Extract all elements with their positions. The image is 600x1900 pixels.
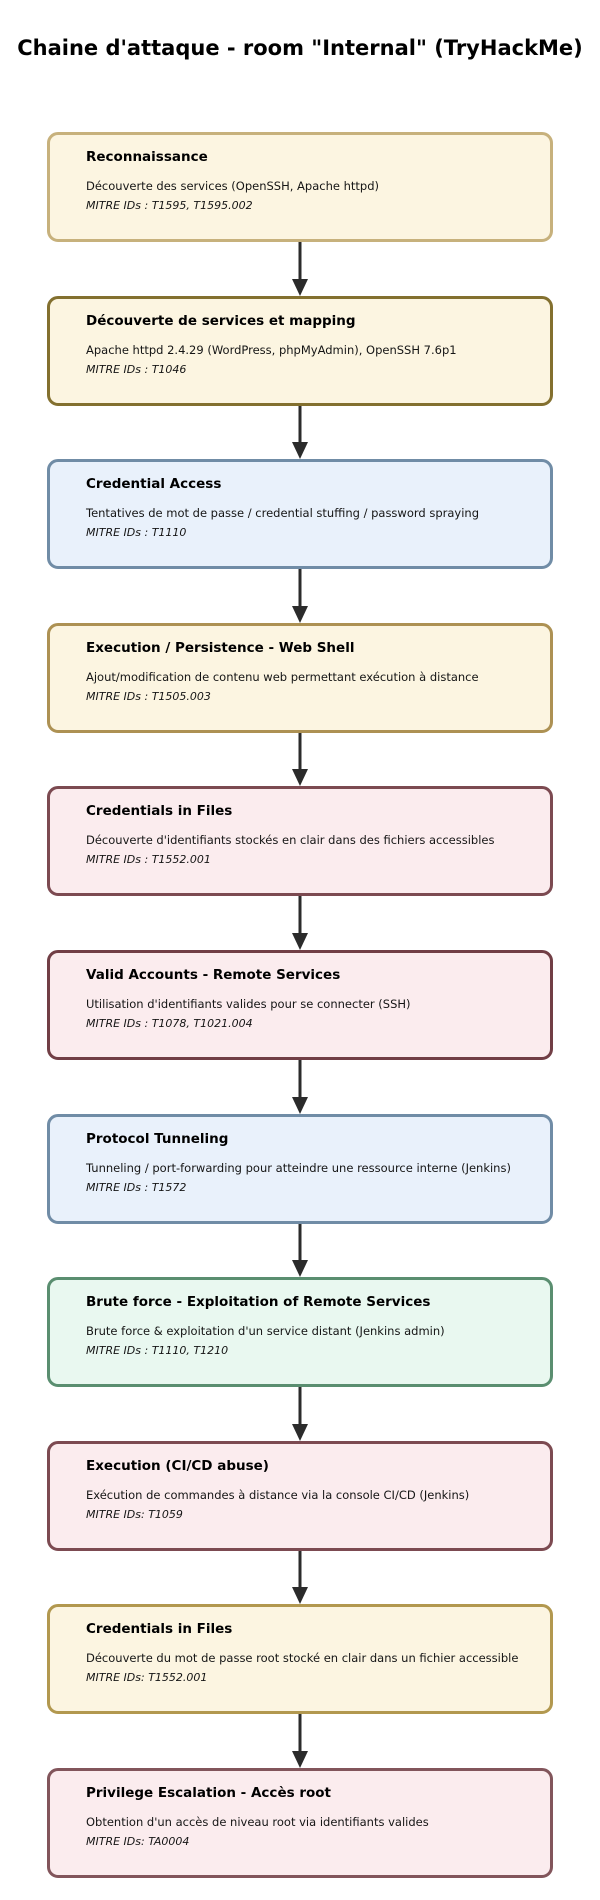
node-title: Découverte de services et mapping bbox=[86, 313, 356, 329]
arrow-head-icon bbox=[292, 1587, 308, 1604]
flow-arrow bbox=[292, 1551, 308, 1604]
arrow-line bbox=[298, 1224, 302, 1269]
node-description: Utilisation d'identifiants valides pour … bbox=[86, 997, 411, 1011]
flow-node-credential-access: Credential Access Tentatives de mot de p… bbox=[47, 459, 553, 569]
flow-arrow bbox=[292, 896, 308, 950]
flow-node-credentials-in-files: Credentials in Files Découverte d'identi… bbox=[47, 786, 553, 896]
arrow-head-icon bbox=[292, 279, 308, 296]
flow-node-webshell: Execution / Persistence - Web Shell Ajou… bbox=[47, 623, 553, 733]
arrow-line bbox=[298, 1714, 302, 1760]
node-mitre-ids: MITRE IDs: T1059 bbox=[86, 1508, 183, 1521]
arrow-line bbox=[298, 1060, 302, 1106]
node-title: Valid Accounts - Remote Services bbox=[86, 967, 341, 983]
flow-arrow bbox=[292, 1224, 308, 1277]
flow-node-cicd-abuse: Execution (CI/CD abuse) Exécution de com… bbox=[47, 1441, 553, 1551]
node-title: Execution / Persistence - Web Shell bbox=[86, 640, 355, 656]
node-description: Tunneling / port-forwarding pour atteind… bbox=[86, 1161, 511, 1175]
flow-node-privilege-escalation: Privilege Escalation - Accès root Obtent… bbox=[47, 1768, 553, 1878]
arrow-line bbox=[298, 406, 302, 451]
arrow-line bbox=[298, 896, 302, 942]
node-description: Découverte des services (OpenSSH, Apache… bbox=[86, 179, 379, 193]
node-title: Protocol Tunneling bbox=[86, 1131, 229, 1147]
node-description: Découverte du mot de passe root stocké e… bbox=[86, 1651, 519, 1665]
node-mitre-ids: MITRE IDs : T1110 bbox=[86, 526, 187, 539]
arrow-line bbox=[298, 1387, 302, 1433]
node-description: Découverte d'identifiants stockés en cla… bbox=[86, 833, 495, 847]
node-title: Brute force - Exploitation of Remote Ser… bbox=[86, 1294, 431, 1310]
node-mitre-ids: MITRE IDs : T1552.001 bbox=[86, 853, 211, 866]
node-description: Exécution de commandes à distance via la… bbox=[86, 1488, 470, 1502]
flow-arrow bbox=[292, 406, 308, 459]
arrow-line bbox=[298, 569, 302, 615]
flow-node-service-discovery: Découverte de services et mapping Apache… bbox=[47, 296, 553, 406]
node-mitre-ids: MITRE IDs : T1505.003 bbox=[86, 690, 211, 703]
flow-node-protocol-tunneling: Protocol Tunneling Tunneling / port-forw… bbox=[47, 1114, 553, 1224]
node-title: Execution (CI/CD abuse) bbox=[86, 1458, 269, 1474]
node-description: Brute force & exploitation d'un service … bbox=[86, 1324, 445, 1338]
node-title: Privilege Escalation - Accès root bbox=[86, 1785, 331, 1801]
arrow-head-icon bbox=[292, 1097, 308, 1114]
arrow-head-icon bbox=[292, 1260, 308, 1277]
node-description: Tentatives de mot de passe / credential … bbox=[86, 506, 480, 520]
arrow-head-icon bbox=[292, 442, 308, 459]
node-description: Ajout/modification de contenu web permet… bbox=[86, 670, 479, 684]
flow-node-valid-accounts: Valid Accounts - Remote Services Utilisa… bbox=[47, 950, 553, 1060]
arrow-head-icon bbox=[292, 606, 308, 623]
page-title: Chaine d'attaque - room "Internal" (TryH… bbox=[17, 36, 583, 60]
node-title: Credential Access bbox=[86, 476, 222, 492]
arrow-line bbox=[298, 1551, 302, 1596]
node-title: Credentials in Files bbox=[86, 803, 233, 819]
node-mitre-ids: MITRE IDs: TA0004 bbox=[86, 1835, 190, 1848]
node-mitre-ids: MITRE IDs : T1046 bbox=[86, 363, 187, 376]
node-description: Obtention d'un accès de niveau root via … bbox=[86, 1815, 429, 1829]
flow-node-brute-force: Brute force - Exploitation of Remote Ser… bbox=[47, 1277, 553, 1387]
flow-arrow bbox=[292, 1060, 308, 1114]
node-mitre-ids: MITRE IDs : T1078, T1021.004 bbox=[86, 1017, 253, 1030]
arrow-head-icon bbox=[292, 769, 308, 786]
node-mitre-ids: MITRE IDs : T1110, T1210 bbox=[86, 1344, 229, 1357]
flow-arrow bbox=[292, 569, 308, 623]
arrow-head-icon bbox=[292, 1424, 308, 1441]
node-mitre-ids: MITRE IDs : T1572 bbox=[86, 1181, 187, 1194]
arrow-line bbox=[298, 733, 302, 778]
node-mitre-ids: MITRE IDs : T1595, T1595.002 bbox=[86, 199, 253, 212]
flow-arrow bbox=[292, 1714, 308, 1768]
arrow-line bbox=[298, 242, 302, 288]
node-title: Reconnaissance bbox=[86, 149, 208, 165]
node-mitre-ids: MITRE IDs: T1552.001 bbox=[86, 1671, 208, 1684]
flow-arrow bbox=[292, 242, 308, 296]
arrow-head-icon bbox=[292, 933, 308, 950]
flow-node-reconnaissance: Reconnaissance Découverte des services (… bbox=[47, 132, 553, 242]
flow-node-root-credentials-in-files: Credentials in Files Découverte du mot d… bbox=[47, 1604, 553, 1714]
flow-arrow bbox=[292, 1387, 308, 1441]
node-title: Credentials in Files bbox=[86, 1621, 233, 1637]
arrow-head-icon bbox=[292, 1751, 308, 1768]
node-description: Apache httpd 2.4.29 (WordPress, phpMyAdm… bbox=[86, 343, 457, 357]
flow-arrow bbox=[292, 733, 308, 786]
